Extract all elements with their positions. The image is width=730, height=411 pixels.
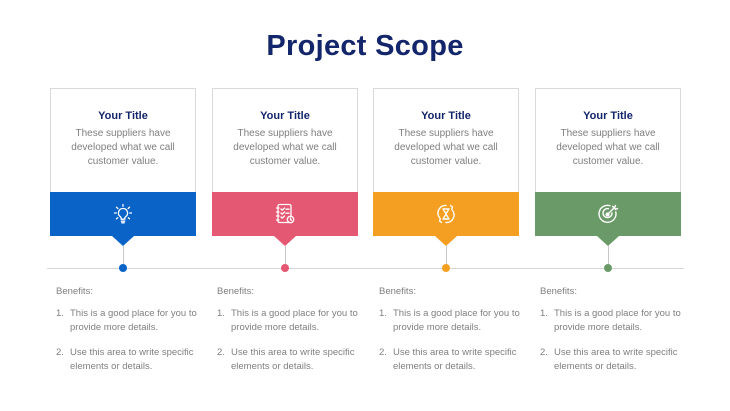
card-title: Your Title [260,110,310,122]
scope-card-3: Your Title These suppliers have develope… [373,88,519,246]
benefit-item: 2. Use this area to write specific elemen… [217,346,377,373]
card-title: Your Title [421,110,471,122]
connector-line [446,246,447,268]
timeline-dot [281,264,289,272]
benefit-text: This is a good place for you to provide … [70,308,197,333]
card-color-band [50,192,196,236]
checklist-icon [275,203,295,224]
card-color-band [535,192,681,236]
card-description: These suppliers have developed what we c… [556,128,660,167]
benefit-text: This is a good place for you to provide … [554,308,681,333]
timeline-line [47,268,684,269]
benefit-item: 1. This is a good place for you to provid… [56,307,216,334]
card-description: These suppliers have developed what we c… [71,128,175,167]
timeline-dot [442,264,450,272]
timeline-dot [604,264,612,272]
card-body: Your Title These suppliers have develope… [535,88,681,192]
benefit-number: 2. [56,347,64,358]
benefits-heading: Benefits: [379,286,416,297]
benefit-text: Use this area to write specific elements… [231,347,355,372]
card-description: These suppliers have developed what we c… [394,128,498,167]
card-pointer [435,236,457,246]
connector-line [285,246,286,268]
card-pointer [597,236,619,246]
scope-card-4: Your Title These suppliers have develope… [535,88,681,246]
benefit-number: 1. [217,308,225,319]
card-color-band [212,192,358,236]
card-pointer [112,236,134,246]
benefit-text: This is a good place for you to provide … [231,308,358,333]
benefit-item: 1. This is a good place for you to provid… [217,307,377,334]
card-body: Your Title These suppliers have develope… [50,88,196,192]
benefit-number: 2. [217,347,225,358]
page-title: Project Scope [266,30,464,62]
scope-card-1: Your Title These suppliers have develope… [50,88,196,246]
card-title: Your Title [98,110,148,122]
benefit-number: 1. [379,308,387,319]
timeline-dot [119,264,127,272]
benefits-block-1: Benefits: 1. This is a good place for you… [56,286,216,385]
benefit-item: 2. Use this area to write specific elemen… [379,346,539,373]
benefit-number: 2. [379,347,387,358]
card-title: Your Title [583,110,633,122]
hourglass-cycle-icon [437,204,455,224]
benefit-text: Use this area to write specific elements… [554,347,678,372]
benefits-heading: Benefits: [217,286,254,297]
benefits-block-4: Benefits: 1. This is a good place for you… [540,286,700,385]
benefit-text: This is a good place for you to provide … [393,308,520,333]
benefit-item: 2. Use this area to write specific elemen… [56,346,216,373]
card-color-band [373,192,519,236]
benefits-block-2: Benefits: 1. This is a good place for you… [217,286,377,385]
benefits-heading: Benefits: [56,286,93,297]
benefits-block-3: Benefits: 1. This is a good place for you… [379,286,539,385]
benefit-number: 1. [56,308,64,319]
benefit-item: 1. This is a good place for you to provid… [540,307,700,334]
connector-line [608,246,609,268]
target-icon [598,204,619,223]
card-pointer [274,236,296,246]
card-body: Your Title These suppliers have develope… [212,88,358,192]
benefit-number: 2. [540,347,548,358]
benefits-heading: Benefits: [540,286,577,297]
lightbulb-icon [113,203,133,224]
benefit-text: Use this area to write specific elements… [70,347,194,372]
benefit-number: 1. [540,308,548,319]
benefit-text: Use this area to write specific elements… [393,347,517,372]
card-body: Your Title These suppliers have develope… [373,88,519,192]
benefit-item: 2. Use this area to write specific elemen… [540,346,700,373]
scope-card-2: Your Title These suppliers have develope… [212,88,358,246]
connector-line [123,246,124,268]
benefit-item: 1. This is a good place for you to provid… [379,307,539,334]
card-description: These suppliers have developed what we c… [233,128,337,167]
